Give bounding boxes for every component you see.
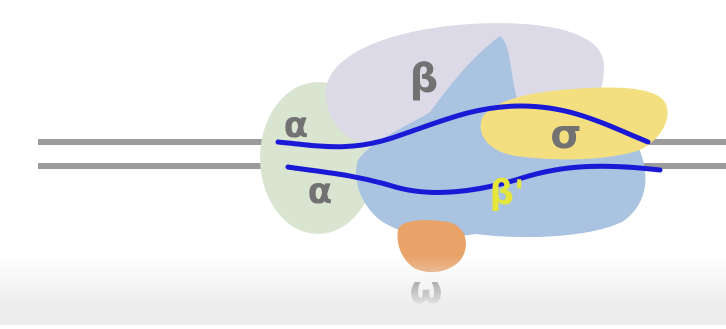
beta-label: β [410, 56, 439, 102]
omega-label: ω [409, 268, 442, 312]
alpha-top-label: α [284, 105, 309, 146]
beta-prime-label: β' [490, 173, 525, 213]
omega-subunit [398, 220, 466, 272]
sigma-label: σ [550, 112, 581, 158]
alpha-bottom-label: α [308, 171, 333, 212]
